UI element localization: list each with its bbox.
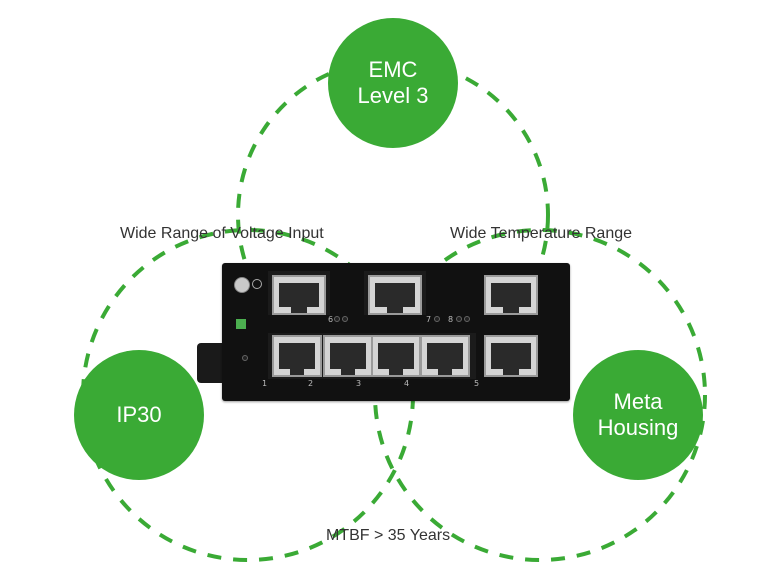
ground-screw-icon: [234, 277, 250, 293]
badge-emc-line1: EMC: [368, 57, 418, 82]
led: [464, 316, 470, 322]
port-number-8: 8: [448, 315, 454, 324]
badge-ip30-label: IP30: [116, 402, 162, 427]
ethernet-port-5: [484, 335, 538, 377]
caption-voltage: Wide Range of Voltage Input: [120, 225, 324, 242]
badge-ip30: IP30: [74, 350, 204, 480]
ethernet-port-3: [371, 335, 421, 377]
din-rail-clip: [197, 343, 223, 383]
caption-mtbf: MTBF > 35 Years: [326, 527, 451, 544]
led: [334, 316, 340, 322]
ethernet-port-2: [323, 335, 373, 377]
ethernet-port-7: [368, 275, 422, 315]
ethernet-port-8: [484, 275, 538, 315]
port-number-6: 6: [328, 315, 334, 324]
port-number-7: 7: [426, 315, 432, 324]
led: [456, 316, 462, 322]
port-number-1: 1: [262, 379, 268, 388]
ethernet-port-4: [420, 335, 470, 377]
led: [342, 316, 348, 322]
ethernet-port-6: [272, 275, 326, 315]
ethernet-port-1: [272, 335, 322, 377]
brand-logo: [236, 319, 246, 329]
port-number-3: 3: [356, 379, 362, 388]
port-number-4: 4: [404, 379, 410, 388]
badge-emc: EMC Level 3: [328, 18, 458, 148]
ground-symbol-icon: [252, 279, 262, 289]
badge-emc-line2: Level 3: [357, 83, 429, 108]
led: [434, 316, 440, 322]
badge-meta-housing: Meta Housing: [573, 350, 703, 480]
ethernet-switch: 6 7 8 1 2 3 4 5: [222, 263, 570, 401]
power-led: [242, 355, 248, 361]
port-number-5: 5: [474, 379, 480, 388]
port-number-2: 2: [308, 379, 314, 388]
badge-meta-line1: Meta: [613, 389, 663, 414]
badge-meta-line2: Housing: [597, 415, 679, 440]
caption-temperature: Wide Temperature Range: [450, 225, 633, 242]
dashed-circle-right: [373, 228, 707, 562]
